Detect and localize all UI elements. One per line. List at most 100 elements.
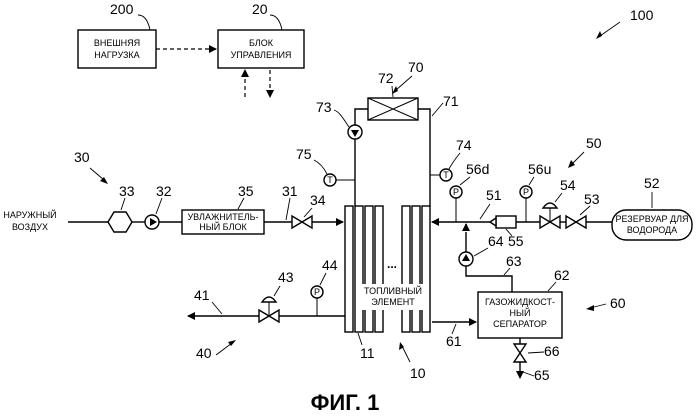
pressure-down-ref: 56d xyxy=(466,161,489,177)
circulation-pump xyxy=(459,252,473,266)
pressure-sensor-up-symbol: P xyxy=(523,187,529,197)
system-ref: 100 xyxy=(630,7,654,23)
anode-exhaust-ref: 61 xyxy=(446,333,462,349)
control-unit-ref: 20 xyxy=(252,1,268,17)
supply-pipe-ref: 51 xyxy=(486,187,502,203)
return-pipe-ref: 63 xyxy=(506,253,522,269)
circulation-pump-ref: 64 xyxy=(488,233,504,249)
drain-system-arrow xyxy=(586,305,594,311)
exhaust-system-leader xyxy=(216,343,232,355)
temp-sensor-in-symbol: T xyxy=(327,175,333,185)
figure-caption: ФИГ. 1 xyxy=(311,390,380,415)
shutoff-valve-leader xyxy=(580,206,590,215)
air-filter xyxy=(108,212,132,232)
temp-sensor-out-leader xyxy=(449,153,460,169)
pressure-up-ref: 56u xyxy=(528,161,551,177)
stack-ref: 11 xyxy=(360,345,375,361)
exhaust-valve-leader xyxy=(274,286,280,296)
temp-sensor-out-ref: 74 xyxy=(456,137,472,153)
svg-text:БЛОК: БЛОК xyxy=(249,38,274,48)
air-compressor-ref: 32 xyxy=(156,183,172,199)
pressure-up-leader xyxy=(529,177,534,185)
air-pipe-leader xyxy=(286,198,290,220)
coolant-pump-leader xyxy=(334,110,349,127)
hydrogen-system-ref: 50 xyxy=(586,135,602,151)
radiator-ref: 72 xyxy=(378,70,394,86)
svg-text:СЕПАРАТОР: СЕПАРАТОР xyxy=(493,319,547,329)
exhaust-pressure-valve xyxy=(259,297,279,322)
fuel-cell-leader xyxy=(402,346,410,362)
temp-sensor-in-ref: 75 xyxy=(296,146,312,162)
radiator xyxy=(368,98,418,120)
coolant-line-in xyxy=(355,109,368,206)
svg-text:УВЛАЖНИТЕЛЬ-: УВЛАЖНИТЕЛЬ- xyxy=(187,212,258,222)
hydrogen-system-leader xyxy=(572,152,584,164)
exhaust-sensor-ref: 44 xyxy=(322,257,338,273)
humidifier-leader xyxy=(238,198,244,209)
return-pipe-leader xyxy=(504,268,510,275)
humidifier-ref: 35 xyxy=(238,183,254,199)
svg-text:УПРАВЛЕНИЯ: УПРАВЛЕНИЯ xyxy=(231,50,292,60)
stack-leader xyxy=(358,333,362,345)
external-load-leader xyxy=(138,15,150,30)
temp-sensor-in-leader xyxy=(314,160,327,174)
system-ref-arrow xyxy=(596,31,602,39)
hydrogen-system-arrow xyxy=(568,160,575,168)
control-unit-block: БЛОК УПРАВЛЕНИЯ xyxy=(218,30,304,68)
air-system-leader xyxy=(90,168,104,180)
air-valve-ref: 34 xyxy=(310,192,326,208)
fuel-cell-ref: 10 xyxy=(410,365,426,381)
injector xyxy=(490,216,516,228)
hydrogen-tank: РЕЗЕРВУАР ДЛЯ ВОДОРОДА xyxy=(612,210,692,240)
drain-valve xyxy=(514,344,526,362)
air-valve-leader xyxy=(304,208,312,217)
air-filter-leader xyxy=(121,198,125,210)
air-system-ref: 30 xyxy=(74,149,90,165)
air-compressor-leader xyxy=(156,198,162,214)
pressure-sensor-down-symbol: P xyxy=(453,187,459,197)
svg-text:НЫЙ: НЫЙ xyxy=(510,307,531,318)
drain-pipe-leader xyxy=(523,372,534,376)
hydrogen-regulator xyxy=(540,203,560,228)
coolant-line-out xyxy=(418,109,430,206)
svg-text:РЕЗЕРВУАР ДЛЯ: РЕЗЕРВУАР ДЛЯ xyxy=(615,214,688,224)
drain-system-ref: 60 xyxy=(610,295,626,311)
exhaust-pipe-ref: 41 xyxy=(194,287,210,303)
coolant-pipe-leader xyxy=(432,103,443,116)
pressure-down-leader xyxy=(460,177,470,185)
supply-pipe-leader xyxy=(480,204,490,219)
humidifier-block: УВЛАЖНИТЕЛЬ- НЫЙ БЛОК xyxy=(182,210,264,234)
external-load-ref: 200 xyxy=(110,1,134,17)
exhaust-valve-ref: 43 xyxy=(278,269,294,285)
svg-text:НАГРУЗКА: НАГРУЗКА xyxy=(94,50,139,60)
radiator-leader xyxy=(392,86,393,97)
svg-text:ВОДОРОДА: ВОДОРОДА xyxy=(627,225,677,235)
air-filter-ref: 33 xyxy=(119,183,135,199)
svg-text:НЫЙ БЛОК: НЫЙ БЛОК xyxy=(199,221,247,232)
outside-air-label-2: ВОЗДУХ xyxy=(12,222,48,232)
injector-ref: 55 xyxy=(508,233,524,249)
coolant-pump xyxy=(348,125,362,139)
drain-pipe-ref: 65 xyxy=(534,367,550,383)
exhaust-sensor-leader xyxy=(320,273,326,285)
regulator-leader xyxy=(555,193,562,202)
drain-valve-ref: 66 xyxy=(544,343,560,359)
return-line xyxy=(466,266,512,292)
hydrogen-shutoff-valve xyxy=(566,216,586,228)
air-shutoff-valve xyxy=(292,216,312,228)
external-load-block: ВНЕШНЯЯ НАГРУЗКА xyxy=(78,30,156,68)
hydrogen-tank-ref: 52 xyxy=(644,175,660,191)
svg-text:ВНЕШНЯЯ: ВНЕШНЯЯ xyxy=(94,38,140,48)
circulation-pump-leader xyxy=(474,248,488,256)
drain-valve-leader xyxy=(528,352,544,353)
system-ref-leader xyxy=(600,22,620,36)
separator-ref: 62 xyxy=(554,267,570,283)
shutoff-valve-ref: 53 xyxy=(584,191,600,207)
exhaust-sensor-symbol: P xyxy=(314,287,320,297)
temp-sensor-out-symbol: T xyxy=(443,170,449,180)
coolant-pipe-ref: 71 xyxy=(443,93,459,109)
control-unit-leader xyxy=(270,15,282,30)
exhaust-system-ref: 40 xyxy=(196,345,212,361)
